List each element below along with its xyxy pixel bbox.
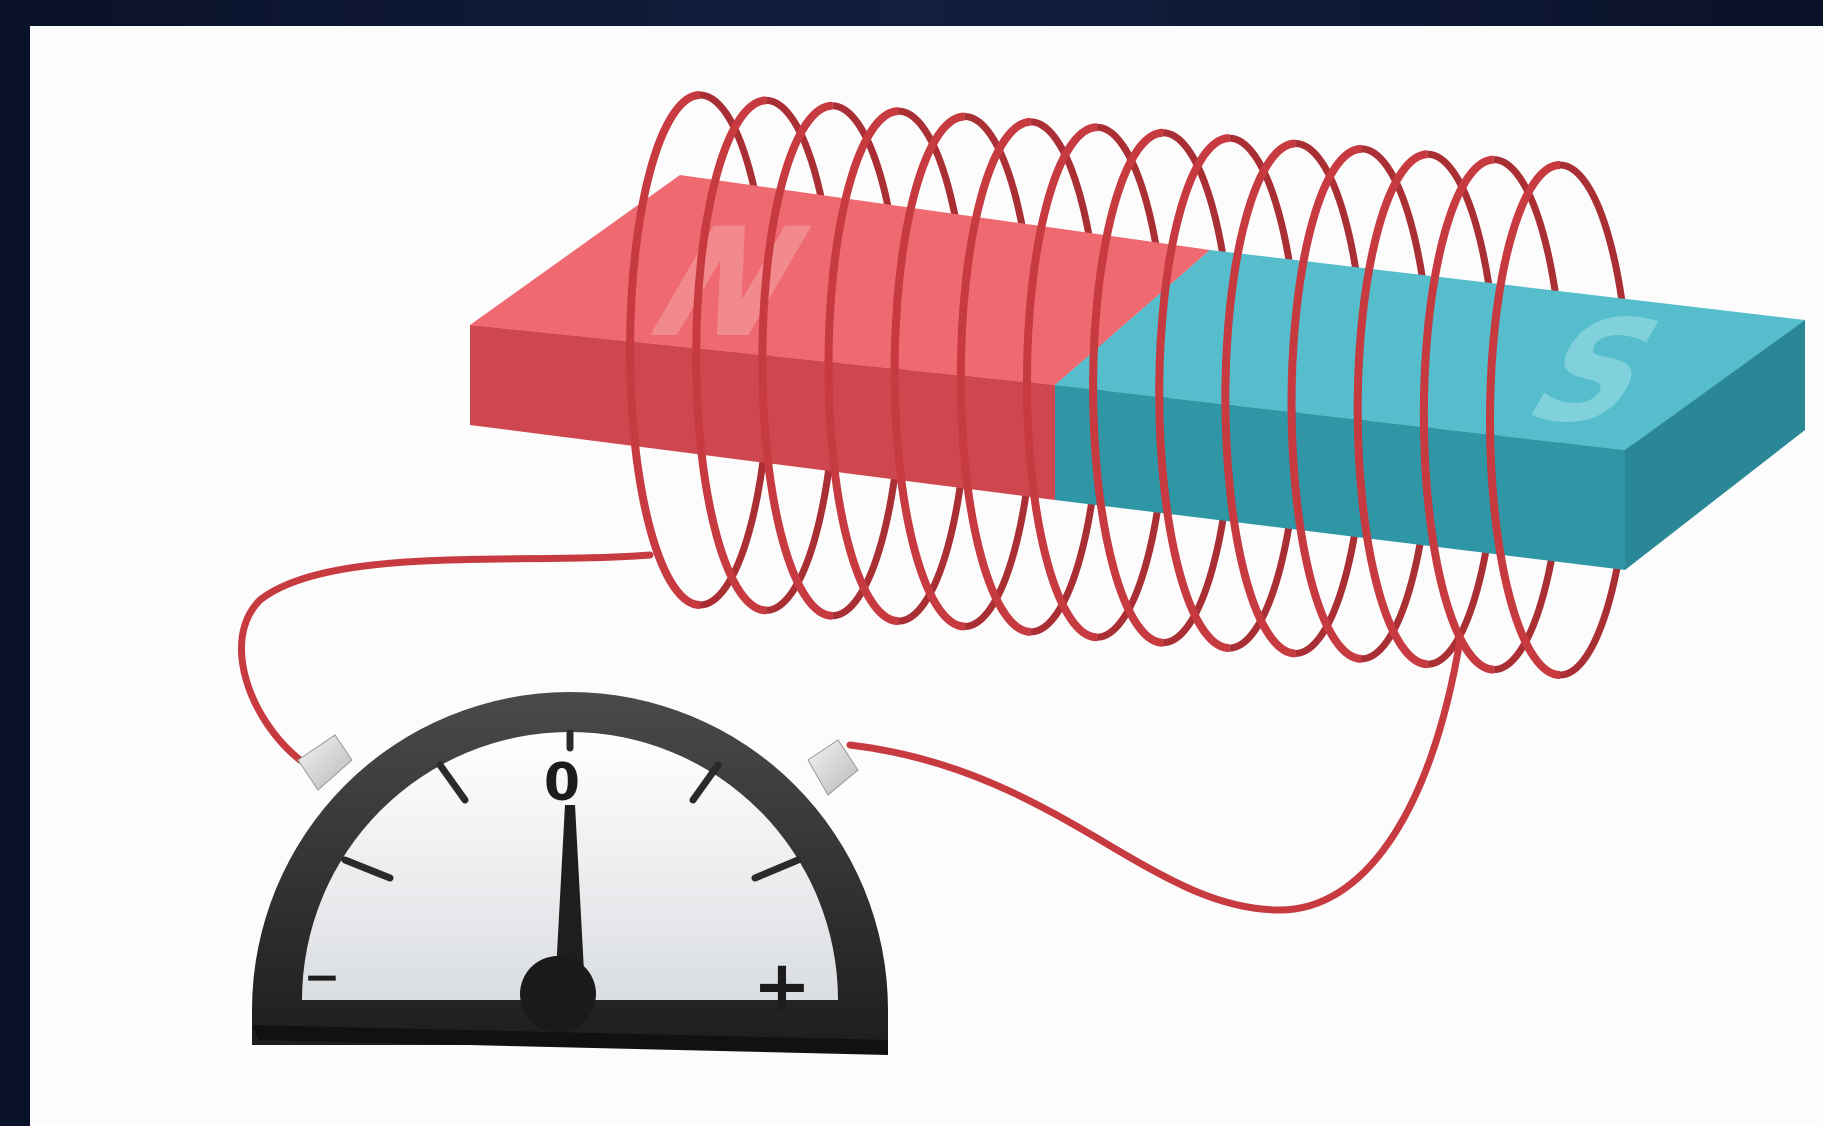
tick-right-low <box>751 856 802 882</box>
lead-wires <box>237 551 1464 914</box>
left-terminal <box>297 734 353 791</box>
coil-loop-front <box>692 96 767 615</box>
right-lead-wire <box>846 636 1464 914</box>
south-pole-front <box>1055 385 1625 570</box>
coil-loop-front <box>1221 139 1296 658</box>
tick-left-high <box>436 761 469 804</box>
south-pole-end <box>1625 320 1805 570</box>
coil-loop-front <box>890 112 965 631</box>
coil-front-halves <box>626 91 1561 679</box>
south-pole-top <box>1055 250 1805 450</box>
coil-loop-front <box>1022 123 1098 642</box>
right-terminal <box>807 739 859 796</box>
coil-loop-front <box>956 117 1031 636</box>
coil-loop-front <box>758 101 833 620</box>
tick-right-high <box>689 761 722 804</box>
plus-label: + <box>753 945 812 1027</box>
minus-label: − <box>304 952 341 1003</box>
left-lead-wire <box>237 551 654 764</box>
galvanometer: 0 − + <box>252 692 888 1055</box>
coil-loop-front <box>1486 161 1561 679</box>
meter-base-edge <box>252 1025 888 1055</box>
zero-label: 0 <box>544 753 580 813</box>
coil-loop-front <box>1155 134 1230 653</box>
coil-loop-front <box>824 107 899 626</box>
coil-loop-front <box>1353 150 1428 669</box>
coil-loop-front <box>626 91 701 609</box>
coil-loop-front <box>1287 144 1362 663</box>
tick-left-low <box>341 856 394 882</box>
meter-ticks <box>341 729 802 882</box>
coil-loop-front <box>1089 128 1164 647</box>
needle-pivot <box>520 956 596 1032</box>
meter-needle <box>555 805 585 990</box>
